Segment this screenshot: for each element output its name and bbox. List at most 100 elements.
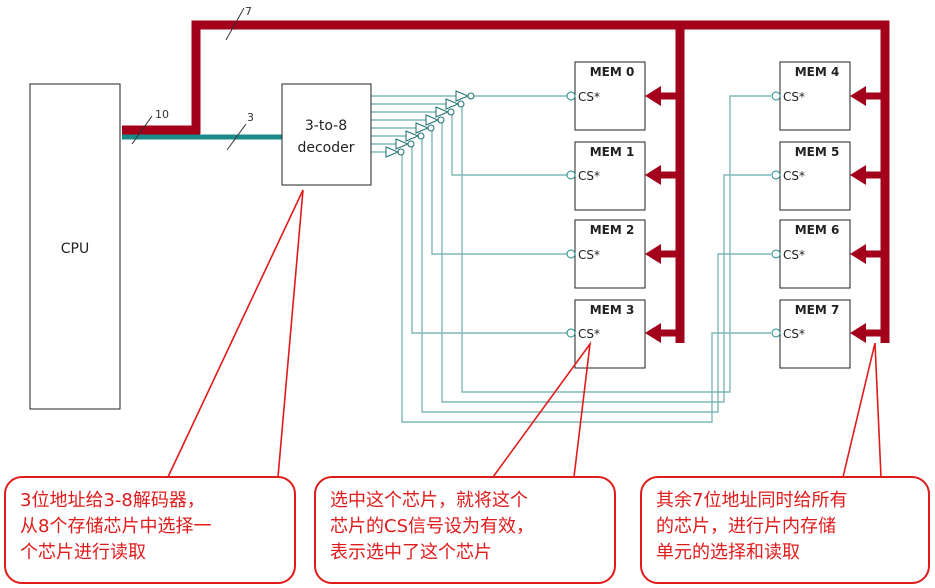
memory-chip-6: MEM 6 CS* [771, 219, 851, 289]
inverter-triangle [435, 106, 450, 118]
bus-tap-arrow [850, 323, 866, 343]
memory-chip-cs-label: CS* [578, 248, 600, 262]
callout-decoder-line2: 从8个存储芯片中选择一 [20, 516, 212, 537]
bus-tap-arrow [645, 86, 661, 106]
cs-bubble [566, 249, 576, 259]
callout-pointers [167, 189, 882, 478]
inverter-triangle [445, 98, 460, 110]
bus-label-top: 7 [245, 5, 252, 18]
memory-chip-cs-label: CS* [578, 169, 600, 183]
inverter [455, 90, 475, 102]
bus-tap-arrow [645, 244, 661, 264]
bus-tap-arrow [850, 165, 866, 185]
memory-chip-box [779, 61, 851, 131]
cs-bubble [771, 170, 781, 180]
memory-chip-7: MEM 7 CS* [771, 299, 851, 369]
memory-chip-box [779, 219, 851, 289]
inverter-triangle [385, 146, 400, 158]
callout-decoder-line3: 个芯片进行读取 [20, 542, 146, 563]
bus-tap-arrow [850, 244, 866, 264]
callout-chip-select: 选中这个芯片，就将这个 芯片的CS信号设为有效， 表示选中了这个芯片 [314, 476, 616, 584]
memory-chip-name: MEM 7 [795, 303, 840, 317]
memory-chip-name: MEM 1 [590, 145, 635, 159]
inverter-triangle [395, 138, 410, 150]
callout-chip-select-line1: 选中这个芯片，就将这个 [330, 490, 528, 511]
memory-chip-box [574, 141, 646, 211]
bus-label-decoder: 3 [247, 111, 254, 124]
bus-width-markers [131, 7, 247, 151]
cpu-label: CPU [61, 241, 89, 257]
memory-chip-cs-label: CS* [783, 90, 805, 104]
memory-chip-name: MEM 4 [795, 65, 840, 79]
inverter [425, 114, 445, 126]
callout-address-bus-line3: 单元的选择和读取 [656, 542, 800, 563]
inverter-bubble [447, 108, 455, 116]
inverters [385, 90, 475, 158]
cs-bubble [566, 91, 576, 101]
callout-address-bus: 其余7位地址同时给所有 的芯片，进行片内存储 单元的选择和读取 [640, 476, 930, 584]
inverter [395, 138, 415, 150]
bus-label-cpu: 10 [155, 108, 169, 121]
inverter [435, 106, 455, 118]
callout-chip-select-line2: 芯片的CS信号设为有效， [330, 516, 534, 537]
memory-chip-box [574, 299, 646, 369]
memory-chip-box [574, 61, 646, 131]
memory-chip-2: MEM 2 CS* [566, 219, 646, 289]
bus-tap-arrow [645, 323, 661, 343]
inverter-bubble [467, 92, 475, 100]
inverter-bubble [407, 140, 415, 148]
inverter-triangle [405, 130, 420, 142]
memory-chip-cs-label: CS* [783, 169, 805, 183]
inverter-bubble [397, 148, 405, 156]
address-bus-7bit [122, 20, 890, 343]
inverter [405, 130, 425, 142]
memory-chip-box [779, 141, 851, 211]
inverter-triangle [455, 90, 470, 102]
inverter-bubble [417, 132, 425, 140]
decoder-box [281, 83, 372, 186]
cpu-box [29, 83, 121, 410]
memory-chip-cs-label: CS* [578, 327, 600, 341]
cs-bubble [566, 328, 576, 338]
memory-chip-name: MEM 2 [590, 223, 635, 237]
inverter-triangle [425, 114, 440, 126]
memory-chip-name: MEM 0 [590, 65, 635, 79]
inverter-triangle [415, 122, 430, 134]
cs-bubble [566, 170, 576, 180]
cs-bubble [771, 328, 781, 338]
inverter [445, 98, 465, 110]
callout-address-bus-line1: 其余7位地址同时给所有 [656, 490, 848, 511]
memory-chip-name: MEM 6 [795, 223, 840, 237]
callout-decoder: 3位地址给3-8解码器， 从8个存储芯片中选择一 个芯片进行读取 [4, 476, 296, 584]
bus-tap-arrow [645, 165, 661, 185]
memory-chip-5: MEM 5 CS* [771, 141, 851, 211]
memory-chips: MEM 0 CS* MEM 1 CS* MEM 2 CS* MEM 3 CS* MEM 4 CS*… [566, 61, 851, 369]
memory-chip-name: MEM 3 [590, 303, 635, 317]
callout-address-bus-line2: 的芯片，进行片内存储 [656, 516, 836, 537]
memory-chip-cs-label: CS* [783, 327, 805, 341]
memory-chip-name: MEM 5 [795, 145, 840, 159]
memory-chip-cs-label: CS* [578, 90, 600, 104]
cs-select-line [451, 111, 567, 176]
cs-bubble [771, 91, 781, 101]
inverter-bubble [437, 116, 445, 124]
callout-decoder-line1: 3位地址给3-8解码器， [20, 490, 205, 511]
callout-chip-select-line3: 表示选中了这个芯片 [330, 542, 492, 563]
memory-chip-1: MEM 1 CS* [566, 141, 646, 211]
decoder-output-lines [371, 95, 771, 423]
bus-tap-arrow [850, 86, 866, 106]
memory-chip-cs-label: CS* [783, 248, 805, 262]
memory-chip-4: MEM 4 CS* [771, 61, 851, 131]
decoder-label-line1: 3-to-8 [305, 118, 347, 134]
inverter-bubble [427, 124, 435, 132]
memory-chip-box [779, 299, 851, 369]
cs-bubble [771, 249, 781, 259]
decoder-label-line2: decoder [297, 140, 354, 156]
bus-taps [645, 86, 885, 343]
inverter-bubble [457, 100, 465, 108]
cs-select-line [411, 143, 567, 334]
memory-chip-3: MEM 3 CS* [566, 299, 646, 369]
inverter [385, 146, 405, 158]
memory-chip-0: MEM 0 CS* [566, 61, 646, 131]
